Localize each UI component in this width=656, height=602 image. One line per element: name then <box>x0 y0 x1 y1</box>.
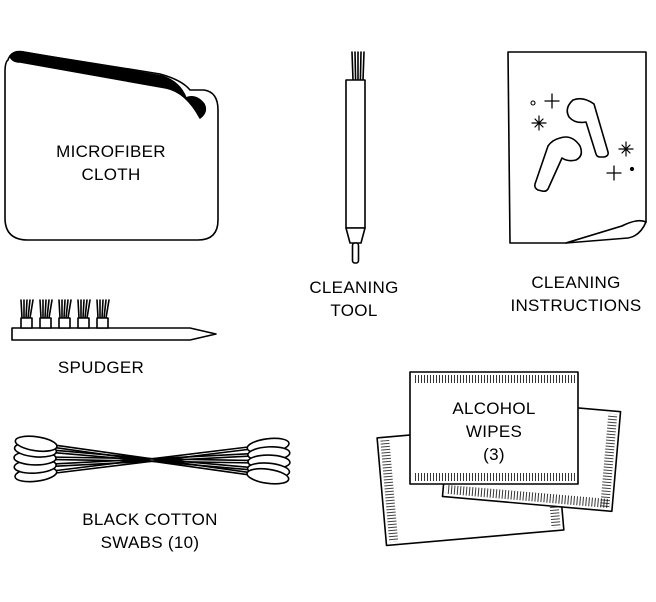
microfiber-cloth-label-line2: CLOTH <box>81 165 141 184</box>
cleaning-instructions-label-line2: INSTRUCTIONS <box>510 296 642 315</box>
cotton-swabs-label-line1: BLACK COTTON <box>82 510 218 529</box>
cleaning-instructions-label-line1: CLEANING <box>531 273 621 292</box>
cleaning-tool-label-line1: CLEANING <box>309 278 399 297</box>
spudger-label: SPUDGER <box>30 356 172 379</box>
microfiber-cloth-label: MICROFIBER CLOTH <box>30 140 192 186</box>
spudger-icon <box>11 299 217 341</box>
cleaning-tool-label-line2: TOOL <box>330 301 378 320</box>
alcohol-wipes-label-line3: (3) <box>483 445 505 464</box>
cleaning-tool-label: CLEANING TOOL <box>284 276 424 322</box>
alcohol-wipes-label-line1: ALCOHOL <box>452 399 536 418</box>
cotton-swabs-label: BLACK COTTON SWABS (10) <box>50 508 250 554</box>
cotton-swabs-icon <box>13 433 291 487</box>
brush-tool-icon <box>345 51 366 264</box>
wipes-packet-icon <box>376 371 622 547</box>
alcohol-wipes-label: ALCOHOL WIPES (3) <box>420 397 568 466</box>
cloth-icon <box>4 50 219 241</box>
cleaning-instructions-label: CLEANING INSTRUCTIONS <box>496 271 656 317</box>
alcohol-wipes-label-line2: WIPES <box>465 422 523 441</box>
instruction-sheet-icon <box>507 51 647 244</box>
cotton-swabs-label-line2: SWABS (10) <box>100 533 200 552</box>
microfiber-cloth-label-line1: MICROFIBER <box>56 142 166 161</box>
spudger-label-line1: SPUDGER <box>57 358 145 377</box>
